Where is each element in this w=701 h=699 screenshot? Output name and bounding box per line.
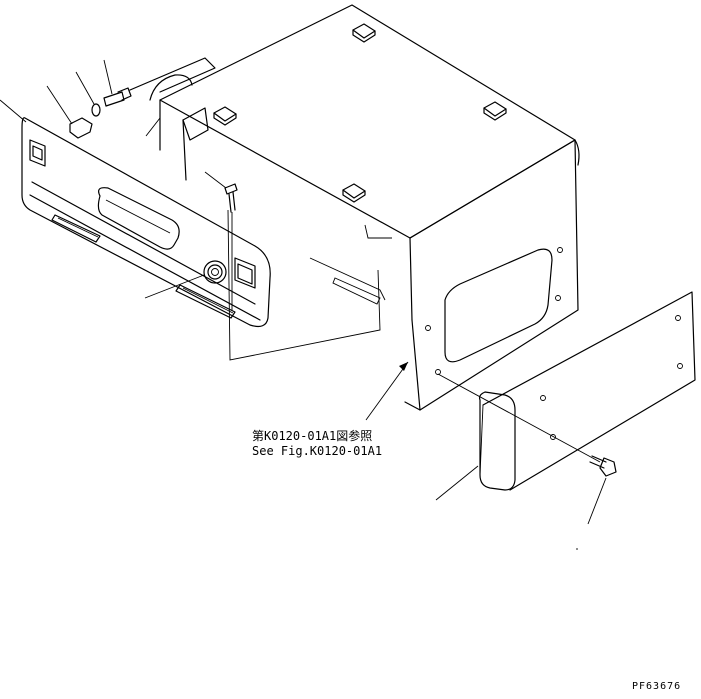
switch-left: [29, 139, 46, 167]
leader-screw: [204, 171, 227, 189]
nut-pad: [213, 106, 237, 126]
leader-bolt-top: [103, 59, 113, 95]
nut-pad: [342, 183, 366, 203]
side-cover: [478, 291, 696, 491]
screw: [224, 183, 238, 310]
nut-pad: [352, 23, 376, 43]
leader-washer: [75, 71, 95, 105]
leader-lines: [0, 59, 607, 525]
reference-jp: 第K0120-01A1図参照: [252, 428, 372, 443]
bolt-top: [103, 87, 132, 107]
reference-arrow: [365, 361, 409, 421]
console-box: [129, 4, 580, 411]
figure-code: PF63676: [632, 681, 681, 692]
side-window: [444, 248, 553, 363]
switch-right: [234, 257, 256, 289]
key-switch: [203, 260, 227, 284]
nut-pad: [483, 101, 507, 121]
control-panel: [21, 117, 271, 328]
clip: [69, 117, 93, 139]
handle-slot: [97, 187, 180, 250]
bolt-right: [437, 373, 617, 477]
arrow-head-icon: [399, 362, 408, 371]
leader-clip: [46, 85, 73, 125]
washer: [91, 103, 101, 117]
leader-bracket: [145, 117, 161, 137]
leader-bolt-right: [587, 477, 607, 525]
leader-control-panel: [0, 99, 27, 123]
leader-cover: [435, 465, 479, 501]
leader-key-switch: [144, 274, 205, 299]
reference-en: See Fig.K0120-01A1: [252, 444, 382, 458]
